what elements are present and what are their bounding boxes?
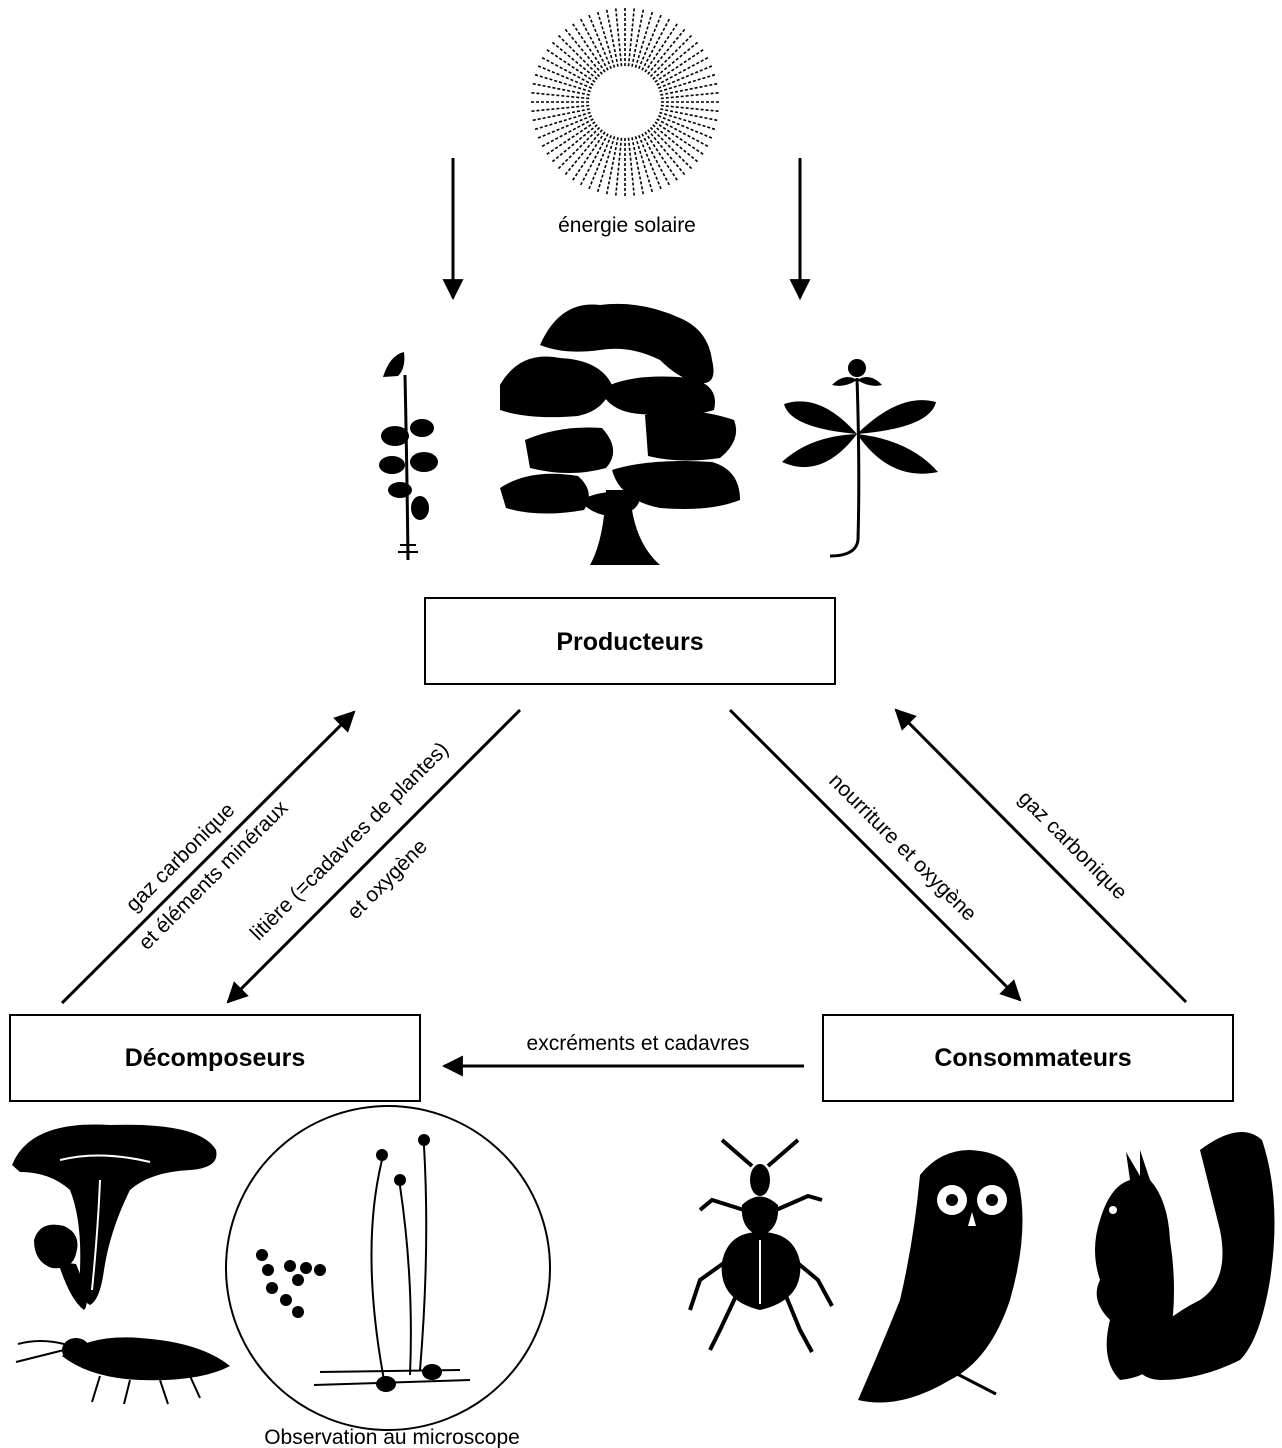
flow-label-food-oxygen: nourriture et oxygène xyxy=(824,769,981,926)
arrow-producers-to-consumers xyxy=(730,710,1020,1000)
arrow-decomposers-to-producers xyxy=(62,712,354,1003)
owl-icon xyxy=(858,1150,1023,1403)
beetle-icon xyxy=(690,1140,832,1352)
moss-icon xyxy=(379,352,438,560)
squirrel-icon xyxy=(1095,1132,1275,1380)
decomposers-label: Décomposeurs xyxy=(125,1044,306,1072)
herb-icon xyxy=(782,359,938,556)
microscope-caption: Observation au microscope xyxy=(264,1426,520,1448)
microscope-fungi-icon xyxy=(226,1106,550,1430)
sun-icon xyxy=(530,7,720,197)
arrow-producers-to-decomposers xyxy=(228,710,520,1002)
tree-icon xyxy=(500,304,740,565)
mushroom-icon xyxy=(12,1125,216,1311)
producers-label: Producteurs xyxy=(556,628,703,656)
arrow-consumers-to-producers xyxy=(896,710,1186,1002)
springtail-icon xyxy=(16,1337,230,1404)
consumers-label: Consommateurs xyxy=(934,1044,1131,1072)
solar-energy-label: énergie solaire xyxy=(558,214,696,237)
flow-label-excrement: excréments et cadavres xyxy=(527,1032,750,1055)
